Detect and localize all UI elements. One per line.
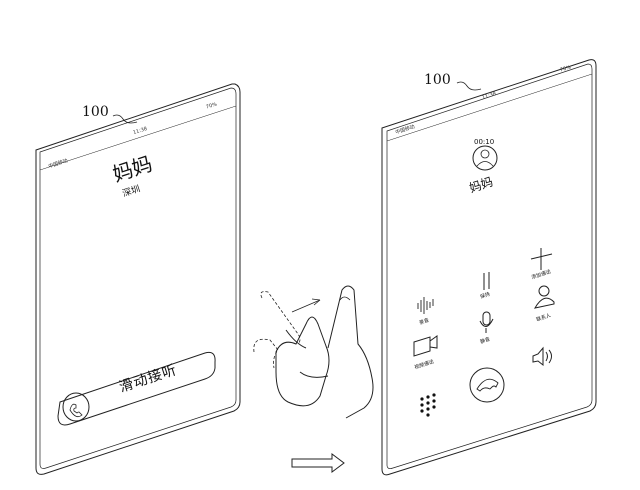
hang-up-icon — [469, 367, 505, 403]
reference-leader — [456, 81, 482, 91]
avatar — [472, 145, 498, 171]
reference-numeral-right: 100 — [424, 72, 451, 88]
answer-circle — [62, 392, 90, 422]
contacts-icon — [534, 285, 555, 309]
phone-answer-icon — [69, 403, 83, 418]
hand-swipe-gesture — [253, 285, 374, 419]
mute-icon — [479, 311, 494, 333]
video-call-icon — [413, 335, 438, 357]
reference-numeral-left: 100 — [82, 104, 109, 120]
slide-to-answer-bar — [57, 351, 216, 426]
speaker-icon — [532, 346, 552, 367]
right-phone — [381, 59, 597, 476]
add-call-icon — [530, 248, 553, 270]
right-arrow-icon — [291, 453, 345, 473]
hold-icon — [483, 272, 490, 290]
left-phone — [35, 83, 241, 475]
keypad-icon — [420, 393, 436, 417]
reference-leader — [112, 114, 138, 124]
recording-icon — [417, 297, 434, 314]
call-timer: 00:10 — [474, 138, 495, 146]
